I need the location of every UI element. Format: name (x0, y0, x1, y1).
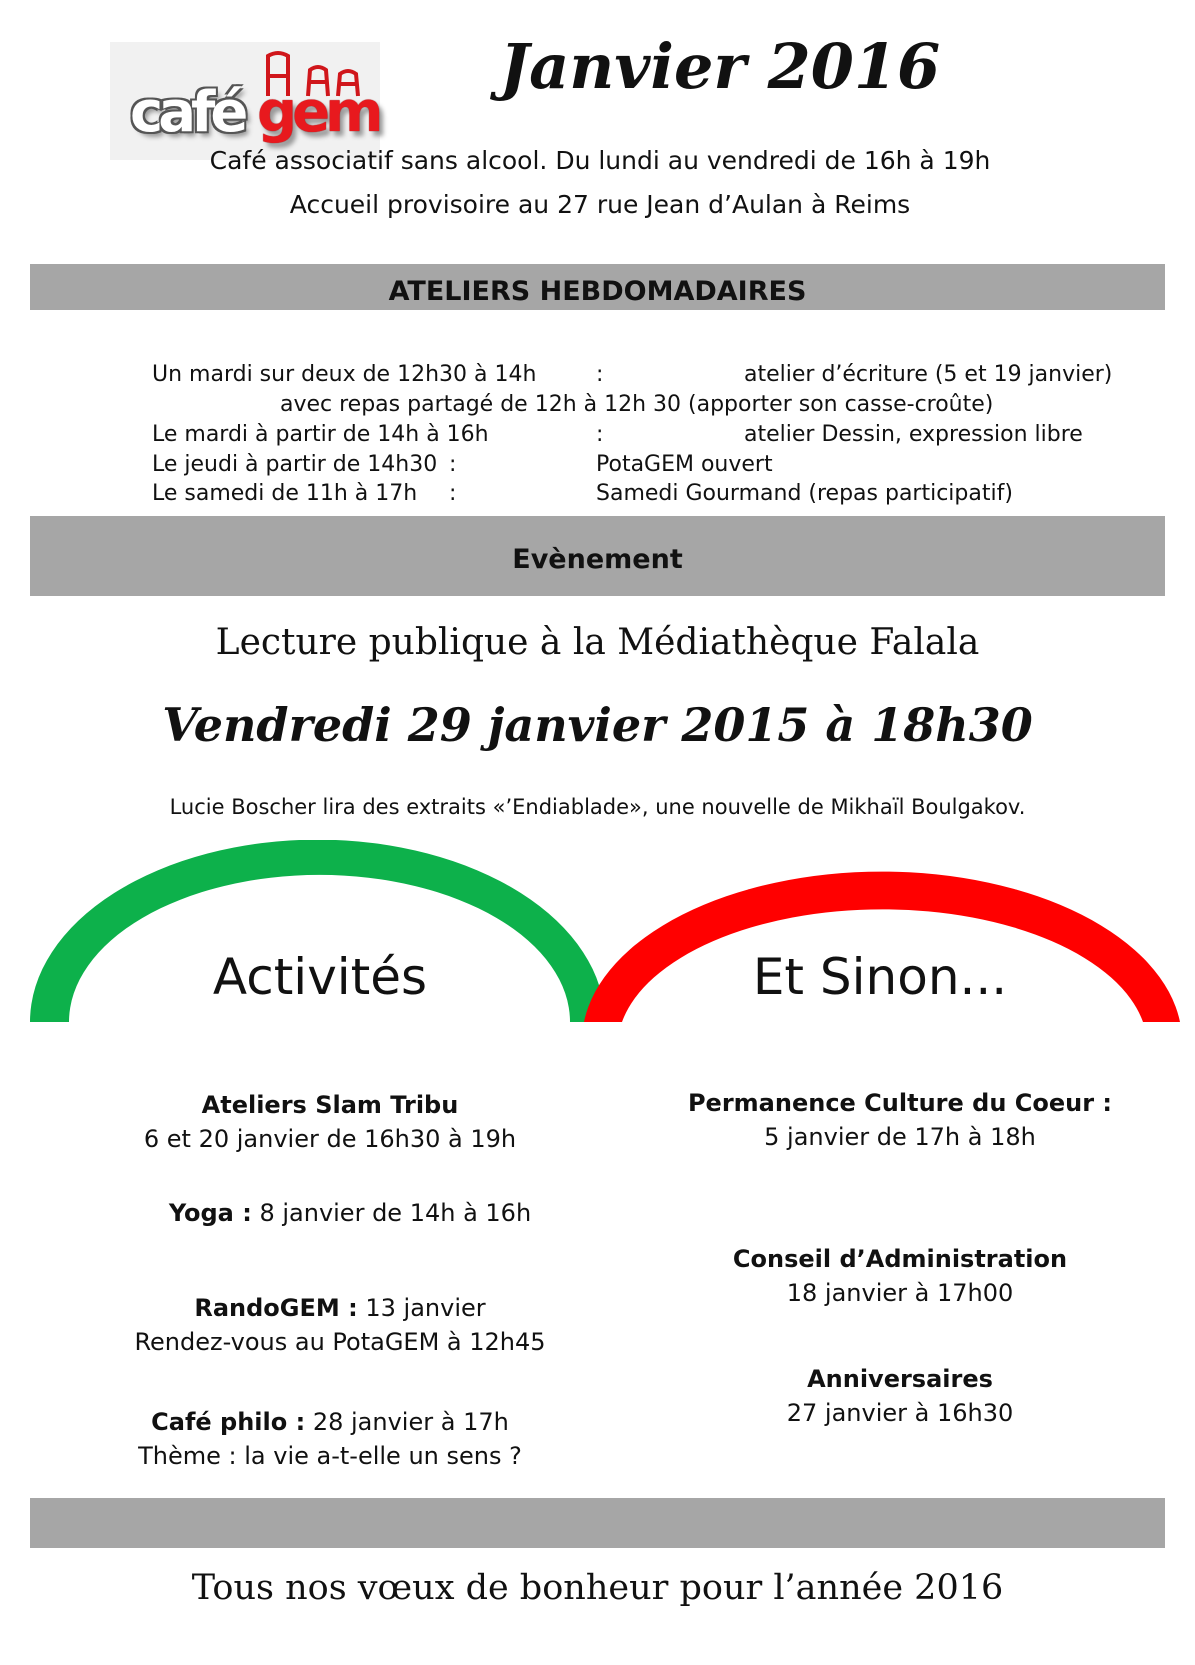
event-lecture: Lecture publique à la Médiathèque Falala (215, 622, 980, 663)
philo-block: Café philo : 28 janvier à 17h Thème : la… (70, 1405, 590, 1473)
schedule-sep: : (449, 452, 457, 477)
schedule-sep: : (449, 481, 457, 506)
ateliers-band: ATELIERS HEBDOMADAIRES (30, 264, 1165, 310)
permanence-date: 5 janvier de 17h à 18h (764, 1123, 1036, 1151)
conseil-block: Conseil d’Administration 18 janvier à 17… (620, 1242, 1180, 1310)
rando-detail: Rendez-vous au PotaGEM à 12h45 (134, 1328, 546, 1356)
rando-block: RandoGEM : 13 janvier Rendez-vous au Pot… (80, 1291, 600, 1359)
arch-red (584, 871, 1180, 1022)
conseil-title: Conseil d’Administration (732, 1245, 1068, 1273)
schedule-what: PotaGEM ouvert (596, 452, 773, 477)
schedule-sep: : (596, 422, 604, 447)
footer-wishes: Tous nos vœux de bonheur pour l’année 20… (191, 1568, 1004, 1608)
yoga-date: 8 janvier de 14h à 16h (259, 1199, 532, 1227)
slam-block: Ateliers Slam Tribu 6 et 20 janvier de 1… (70, 1088, 590, 1156)
page-title: Janvier 2016 (499, 30, 941, 103)
schedule-what: atelier d’écriture (5 et 19 janvier) (744, 362, 1113, 387)
intro-address: Accueil provisoire au 27 rue Jean d’Aula… (289, 190, 911, 219)
schedule-when: Le mardi à partir de 14h à 16h (152, 422, 489, 447)
permanence-block: Permanence Culture du Coeur : 5 janvier … (620, 1086, 1180, 1154)
schedule-when: Un mardi sur deux de 12h30 à 14h (152, 362, 537, 387)
rando-label: RandoGEM : (194, 1294, 358, 1322)
event-description: Lucie Boscher lira des extraits «’Endiab… (169, 795, 1026, 819)
et-sinon-heading: Et Sinon... (752, 948, 1008, 1006)
anniversaires-date: 27 janvier à 16h30 (786, 1399, 1014, 1427)
permanence-title: Permanence Culture du Coeur : (687, 1089, 1113, 1117)
evenement-heading: Evènement (512, 544, 683, 575)
rando-date: 13 janvier (365, 1294, 486, 1322)
philo-date: 28 janvier à 17h (312, 1408, 509, 1436)
slam-date: 6 et 20 janvier de 16h30 à 19h (143, 1125, 517, 1153)
schedule-subnote: avec repas partagé de 12h à 12h 30 (appo… (280, 392, 994, 417)
chairs-icon (266, 51, 360, 97)
footer-band (30, 1498, 1165, 1548)
yoga-block: Yoga : 8 janvier de 14h à 16h (90, 1196, 610, 1230)
schedule-when: Le samedi de 11h à 17h (152, 481, 418, 506)
evenement-band: Evènement (30, 516, 1165, 596)
cafegem-logo: café gem (110, 42, 383, 160)
logo-cafe-text: café (130, 80, 248, 145)
philo-label: Café philo : (151, 1408, 306, 1436)
arch-green (30, 840, 605, 1022)
ateliers-heading: ATELIERS HEBDOMADAIRES (388, 276, 807, 307)
conseil-date: 18 janvier à 17h00 (786, 1279, 1014, 1307)
anniversaires-block: Anniversaires 27 janvier à 16h30 (620, 1362, 1180, 1430)
logo-gem-text: gem (257, 80, 383, 145)
event-date: Vendredi 29 janvier 2015 à 18h30 (162, 698, 1033, 752)
arches-graphic (30, 840, 1180, 1022)
schedule-what: atelier Dessin, expression libre (744, 422, 1083, 447)
schedule-sep: : (596, 362, 604, 387)
activites-heading: Activités (212, 948, 428, 1006)
yoga-label: Yoga : (168, 1199, 252, 1227)
intro-hours: Café associatif sans alcool. Du lundi au… (209, 146, 991, 175)
schedule-what: Samedi Gourmand (repas participatif) (596, 481, 1013, 506)
philo-theme: Thème : la vie a-t-elle un sens ? (138, 1442, 522, 1470)
slam-title: Ateliers Slam Tribu (201, 1091, 459, 1119)
schedule-when: Le jeudi à partir de 14h30 (152, 452, 438, 477)
anniversaires-title: Anniversaires (807, 1365, 993, 1393)
